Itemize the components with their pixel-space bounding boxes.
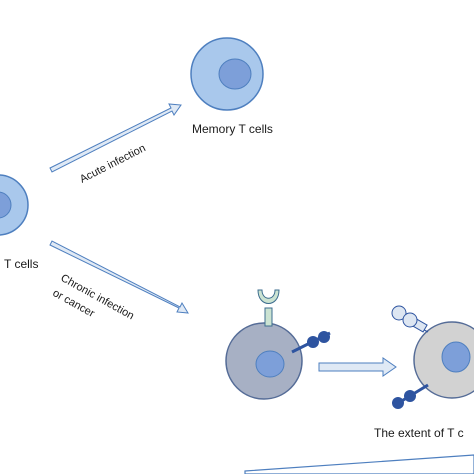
inhibitory-receptor-icon [291, 331, 331, 354]
chronic-infection-arrow [49, 240, 189, 314]
acute-infection-arrow [49, 103, 182, 173]
progression-arrow [318, 357, 397, 377]
light-receptor-icon [391, 305, 429, 333]
gradient-wedge [244, 454, 474, 474]
memory-t-cell [190, 37, 264, 111]
dark-receptor-icon [392, 383, 429, 409]
naive-t-cell-label: T cells [4, 257, 38, 271]
exhausted-t-cell [225, 322, 303, 400]
tcr-receptor-icon [257, 289, 280, 327]
memory-t-cell-label: Memory T cells [192, 122, 273, 136]
extent-label: The extent of T c [374, 426, 464, 440]
naive-t-cell [0, 174, 29, 236]
terminally-exhausted-t-cell [413, 321, 474, 399]
